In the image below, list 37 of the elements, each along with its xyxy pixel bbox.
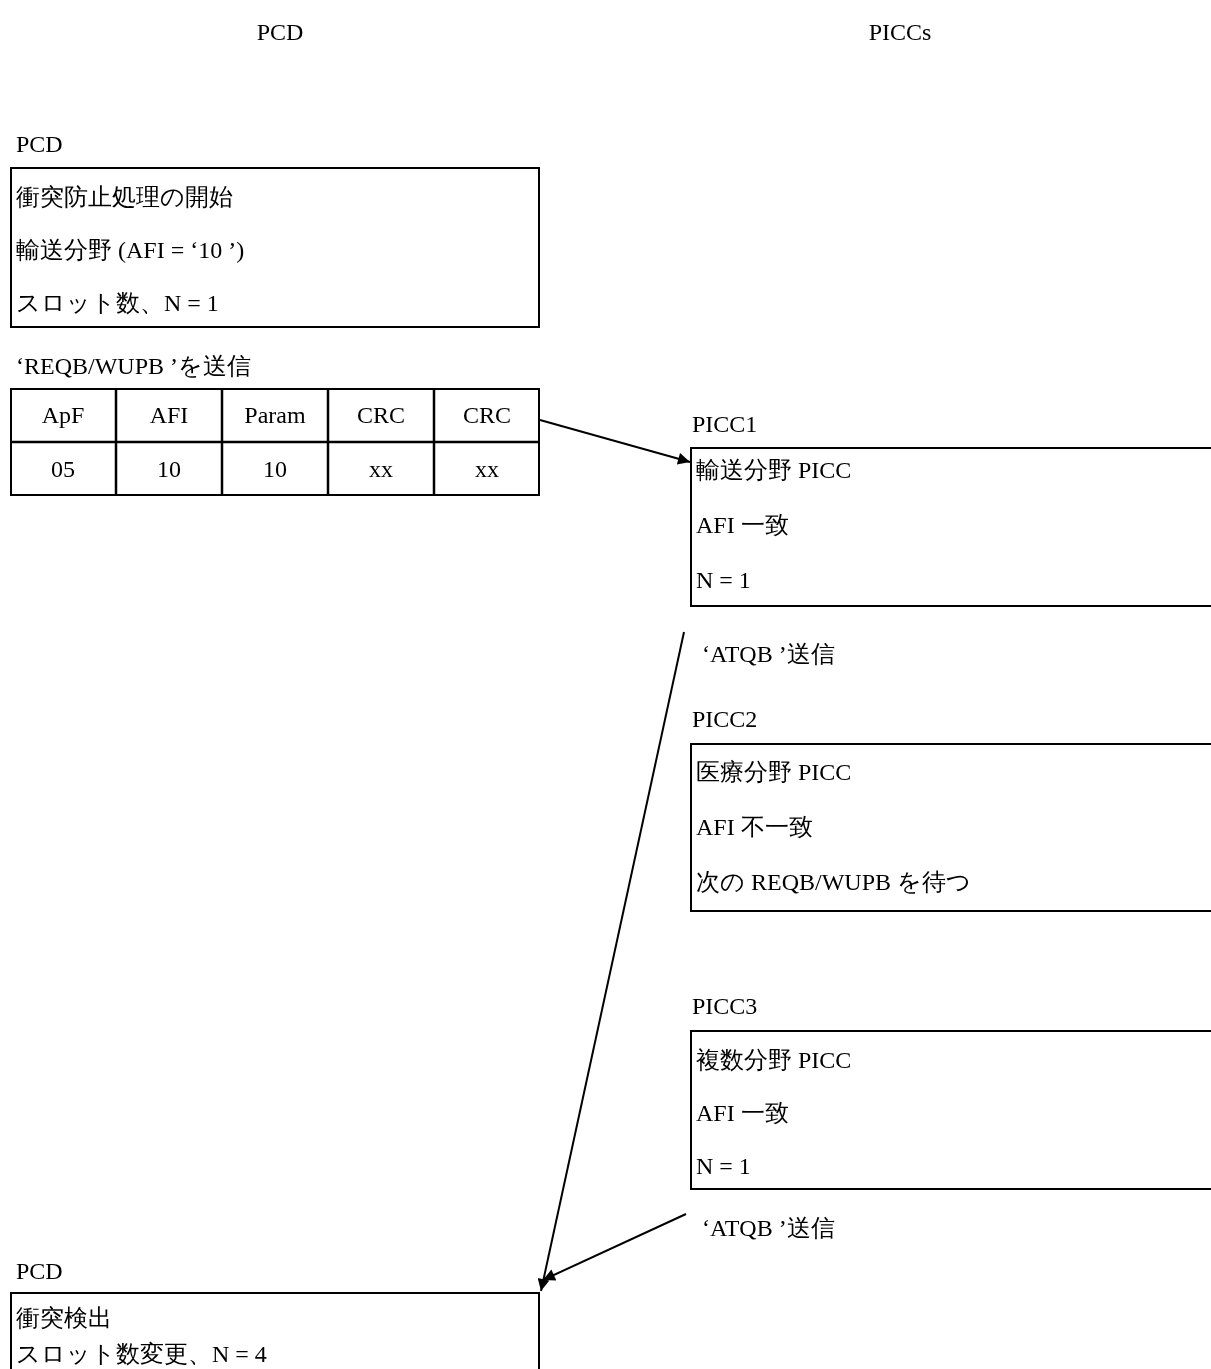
table-cell-text: CRC — [463, 401, 511, 430]
table-cell-text: 10 — [263, 455, 287, 484]
arrow — [542, 1213, 687, 1281]
column-heading: PICCs — [868, 18, 932, 47]
box-text: 次の REQB/WUPB を待つ — [696, 867, 971, 897]
table-cell-text: xx — [369, 455, 393, 484]
heading-text: PICC2 — [692, 705, 758, 734]
box-text: 衝突検出 — [16, 1303, 112, 1333]
box-text: スロット数変更、N = 4 — [16, 1339, 267, 1369]
box-text: 複数分野 PICC — [696, 1045, 852, 1075]
box-text: AFI 一致 — [696, 510, 789, 540]
box-text: 輸送分野 (AFI = ‘10 ’) — [16, 235, 245, 265]
message-label: ‘ATQB ’送信 — [702, 640, 835, 669]
message-label: ‘ATQB ’送信 — [702, 1214, 835, 1243]
table-cell-text: 05 — [51, 455, 75, 484]
box-text: 輸送分野 PICC — [696, 455, 852, 485]
box-text: N = 1 — [696, 565, 751, 595]
arrow — [537, 631, 685, 1292]
heading-text: ‘REQB/WUPB ’を送信 — [16, 352, 251, 381]
heading-text: PCD — [16, 1257, 63, 1286]
table-cell-text: xx — [475, 455, 499, 484]
table-cell-text: CRC — [357, 401, 405, 430]
box-text: AFI 一致 — [696, 1098, 789, 1128]
table-cell-text: 10 — [157, 455, 181, 484]
table-cell-text: AFI — [149, 401, 189, 430]
heading-text: PICC3 — [692, 992, 758, 1021]
heading-text: PCD — [16, 130, 63, 159]
heading-text: PICC1 — [692, 410, 758, 439]
table-cell-text: Param — [244, 401, 306, 430]
box-text: 医療分野 PICC — [696, 757, 852, 787]
box-text: スロット数、N = 1 — [16, 288, 219, 318]
box-text: AFI 不一致 — [696, 812, 813, 842]
table-cell-text: ApF — [41, 401, 85, 430]
box-text: N = 1 — [696, 1151, 751, 1181]
arrow — [539, 419, 691, 465]
column-heading: PCD — [256, 18, 304, 47]
box-text: 衝突防止処理の開始 — [16, 182, 233, 212]
